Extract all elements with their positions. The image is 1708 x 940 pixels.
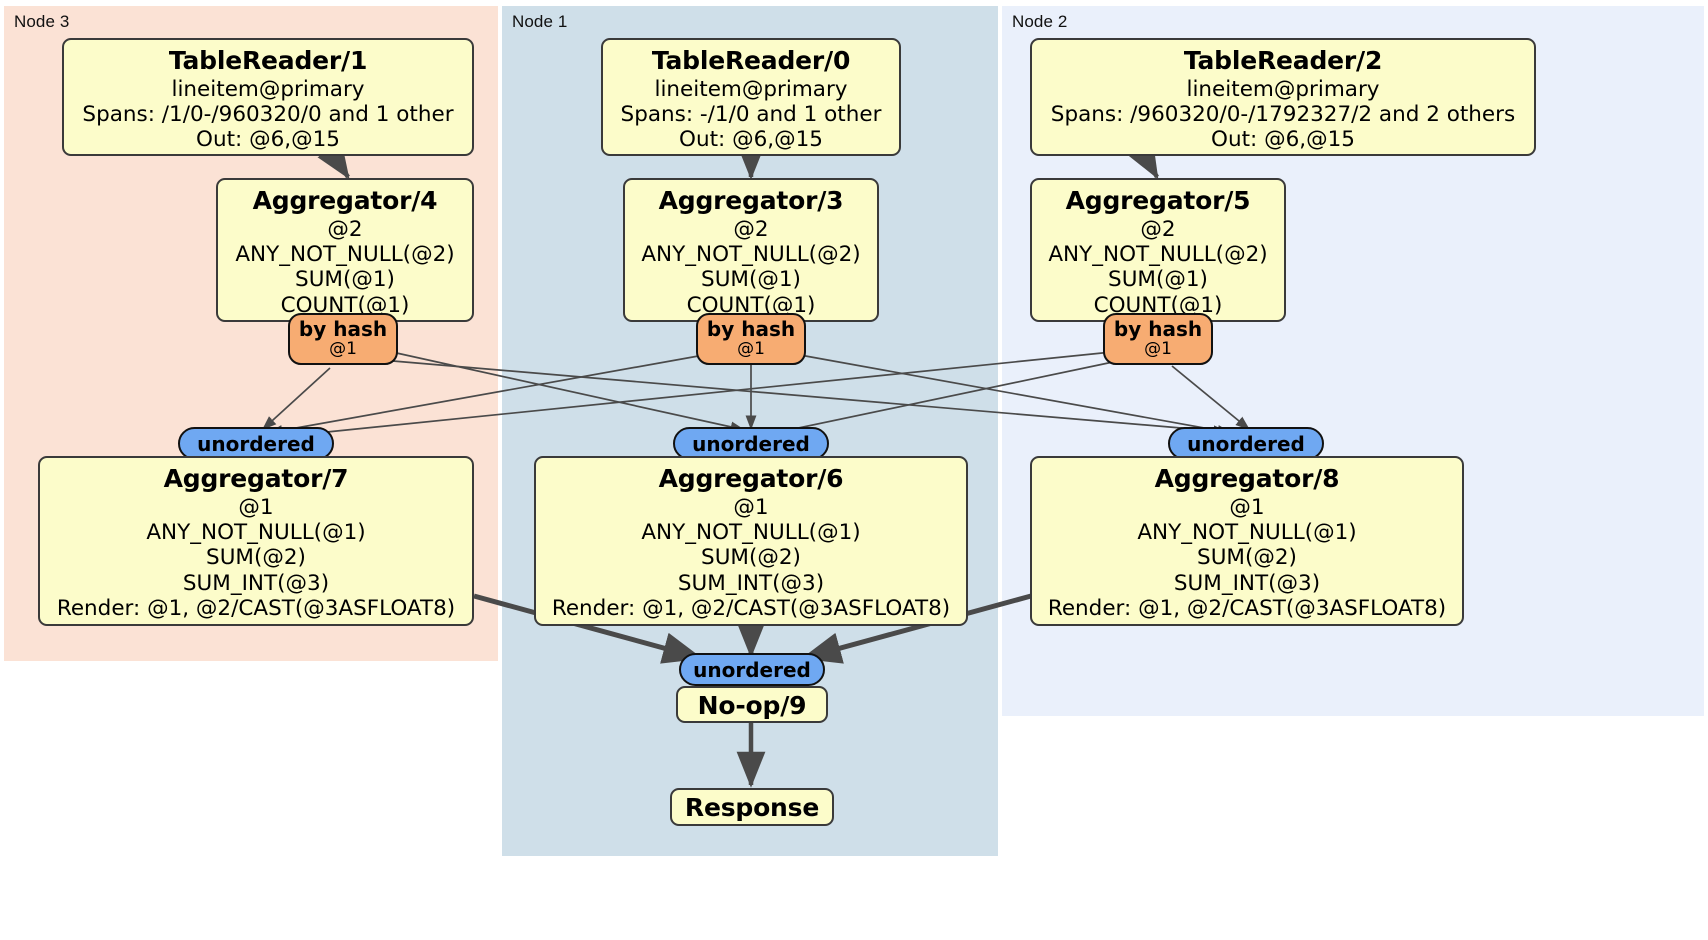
aggregator-8-line-3: SUM_INT(@3) — [1173, 570, 1321, 596]
aggregator-7-line-1: ANY_NOT_NULL(@1) — [146, 519, 366, 545]
aggregator-8-line-1: ANY_NOT_NULL(@1) — [1137, 519, 1357, 545]
aggregator-7-line-2: SUM(@2) — [206, 545, 306, 571]
synchronizer-unordered-center-label: unordered — [692, 431, 810, 456]
tablereader-1-line-2: Out: @6,@15 — [196, 127, 340, 153]
panel-node-3-label: Node 3 — [14, 12, 70, 31]
aggregator-3-line-1: ANY_NOT_NULL(@2) — [641, 241, 861, 267]
tablereader-0-line-0: lineitem@primary — [654, 76, 848, 102]
router-hash-right-label: by hash — [1113, 317, 1203, 342]
aggregator-3-line-0: @2 — [733, 216, 769, 242]
aggregator-4-line-1: ANY_NOT_NULL(@2) — [235, 241, 455, 267]
aggregator-3-title: Aggregator/3 — [658, 186, 844, 215]
processor-noop-9[interactable]: No-op/9 — [676, 686, 828, 723]
router-hash-right[interactable]: by hash @1 — [1103, 313, 1213, 365]
processor-tablereader-1[interactable]: TableReader/1 lineitem@primary Spans: /1… — [62, 38, 474, 156]
router-hash-left-label: by hash — [298, 317, 388, 342]
tablereader-1-title: TableReader/1 — [168, 46, 368, 75]
tablereader-0-line-2: Out: @6,@15 — [679, 127, 823, 153]
tablereader-2-line-1: Spans: /960320/0-/1792327/2 and 2 others — [1050, 101, 1516, 127]
aggregator-6-title: Aggregator/6 — [658, 464, 844, 493]
processor-tablereader-2[interactable]: TableReader/2 lineitem@primary Spans: /9… — [1030, 38, 1536, 156]
aggregator-6-line-1: ANY_NOT_NULL(@1) — [641, 519, 861, 545]
aggregator-5-line-0: @2 — [1140, 216, 1176, 242]
aggregator-4-line-2: SUM(@1) — [295, 267, 395, 293]
processor-aggregator-6[interactable]: Aggregator/6 @1 ANY_NOT_NULL(@1) SUM(@2)… — [534, 456, 968, 626]
processor-aggregator-7[interactable]: Aggregator/7 @1 ANY_NOT_NULL(@1) SUM(@2)… — [38, 456, 474, 626]
panel-node-1-label: Node 1 — [512, 12, 568, 31]
aggregator-5-title: Aggregator/5 — [1065, 186, 1251, 215]
aggregator-6-line-3: SUM_INT(@3) — [677, 570, 825, 596]
router-hash-center[interactable]: by hash @1 — [696, 313, 806, 365]
synchronizer-unordered-left-label: unordered — [197, 431, 315, 456]
aggregator-5-line-1: ANY_NOT_NULL(@2) — [1048, 241, 1268, 267]
tablereader-1-line-0: lineitem@primary — [171, 76, 365, 102]
tablereader-2-line-0: lineitem@primary — [1186, 76, 1380, 102]
aggregator-8-line-0: @1 — [1229, 494, 1265, 520]
processor-tablereader-0[interactable]: TableReader/0 lineitem@primary Spans: -/… — [601, 38, 901, 156]
aggregator-4-line-0: @2 — [327, 216, 363, 242]
tablereader-2-line-2: Out: @6,@15 — [1211, 127, 1355, 153]
aggregator-6-line-2: SUM(@2) — [701, 545, 801, 571]
synchronizer-unordered-right-label: unordered — [1187, 431, 1305, 456]
aggregator-8-title: Aggregator/8 — [1154, 464, 1340, 493]
router-hash-center-column: @1 — [737, 339, 765, 360]
aggregator-7-line-0: @1 — [238, 494, 274, 520]
aggregator-3-line-2: SUM(@1) — [701, 267, 801, 293]
router-hash-left[interactable]: by hash @1 — [288, 313, 398, 365]
tablereader-0-line-1: Spans: -/1/0 and 1 other — [620, 101, 882, 127]
aggregator-6-line-0: @1 — [733, 494, 769, 520]
synchronizer-unordered-final-label: unordered — [693, 657, 811, 682]
processor-aggregator-8[interactable]: Aggregator/8 @1 ANY_NOT_NULL(@1) SUM(@2)… — [1030, 456, 1464, 626]
response-title: Response — [684, 793, 820, 822]
aggregator-7-line-3: SUM_INT(@3) — [182, 570, 330, 596]
aggregator-8-line-4: Render: @1, @2/CAST(@3ASFLOAT8) — [1047, 595, 1447, 621]
noop-9-title: No-op/9 — [697, 691, 807, 720]
aggregator-7-line-4: Render: @1, @2/CAST(@3ASFLOAT8) — [56, 595, 456, 621]
router-hash-right-column: @1 — [1144, 339, 1172, 360]
aggregator-5-line-2: SUM(@1) — [1108, 267, 1208, 293]
processor-aggregator-5[interactable]: Aggregator/5 @2 ANY_NOT_NULL(@2) SUM(@1)… — [1030, 178, 1286, 322]
aggregator-6-line-4: Render: @1, @2/CAST(@3ASFLOAT8) — [551, 595, 951, 621]
aggregator-8-line-2: SUM(@2) — [1197, 545, 1297, 571]
synchronizer-unordered-left[interactable]: unordered — [178, 427, 334, 460]
tablereader-2-title: TableReader/2 — [1183, 46, 1383, 75]
tablereader-1-line-1: Spans: /1/0-/960320/0 and 1 other — [82, 101, 454, 127]
synchronizer-unordered-final[interactable]: unordered — [679, 653, 825, 686]
processor-aggregator-4[interactable]: Aggregator/4 @2 ANY_NOT_NULL(@2) SUM(@1)… — [216, 178, 474, 322]
processor-response[interactable]: Response — [670, 788, 834, 826]
aggregator-7-title: Aggregator/7 — [163, 464, 349, 493]
router-hash-center-label: by hash — [706, 317, 796, 342]
processor-aggregator-3[interactable]: Aggregator/3 @2 ANY_NOT_NULL(@2) SUM(@1)… — [623, 178, 879, 322]
synchronizer-unordered-right[interactable]: unordered — [1168, 427, 1324, 460]
aggregator-4-title: Aggregator/4 — [252, 186, 438, 215]
tablereader-0-title: TableReader/0 — [651, 46, 851, 75]
panel-node-2-label: Node 2 — [1012, 12, 1068, 31]
router-hash-left-column: @1 — [329, 339, 357, 360]
